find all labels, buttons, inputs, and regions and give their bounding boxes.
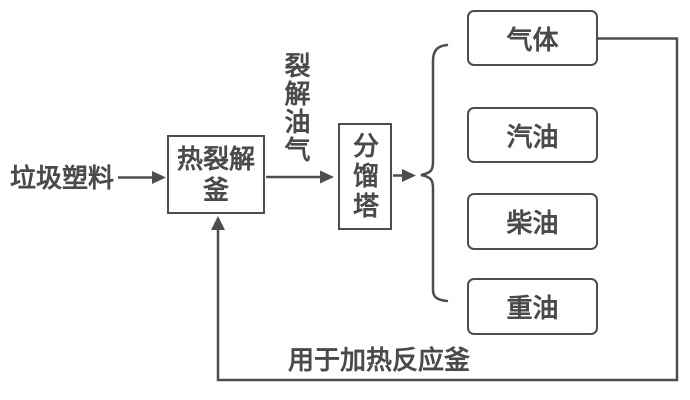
output-label-heavy-oil: 重油 xyxy=(506,293,559,323)
label-used-to-heat-reactor: 用于加热反应釜 xyxy=(288,345,471,375)
arrow-reactor-to-column xyxy=(266,170,334,184)
output-box-diesel: 柴油 xyxy=(467,193,598,250)
output-box-heavy-oil: 重油 xyxy=(467,278,598,335)
reactor-label-line1: 热裂解 xyxy=(176,143,255,174)
output-label-diesel: 柴油 xyxy=(506,208,559,238)
label-waste-plastic: 垃圾塑料 xyxy=(10,163,115,193)
feedback-line-gas-to-reactor xyxy=(211,37,679,382)
arrow-column-to-brace xyxy=(393,169,416,182)
label-cracking-oil-gas: 裂解油气 xyxy=(281,52,311,164)
output-box-gas: 气体 xyxy=(467,10,598,66)
output-label-gasoline: 汽油 xyxy=(506,121,559,152)
output-box-gasoline: 汽油 xyxy=(467,107,598,163)
column-label: 分馏塔 xyxy=(349,131,380,222)
reactor-label-line2: 釜 xyxy=(202,174,229,205)
distribution-brace-icon xyxy=(420,43,449,303)
feedback-arrowhead xyxy=(211,216,225,230)
arrow-input-to-reactor xyxy=(118,171,166,184)
node-fractionation-column: 分馏塔 xyxy=(338,123,392,230)
output-label-gas: 气体 xyxy=(506,24,559,55)
node-pyrolysis-reactor: 热裂解 釜 xyxy=(167,135,265,214)
